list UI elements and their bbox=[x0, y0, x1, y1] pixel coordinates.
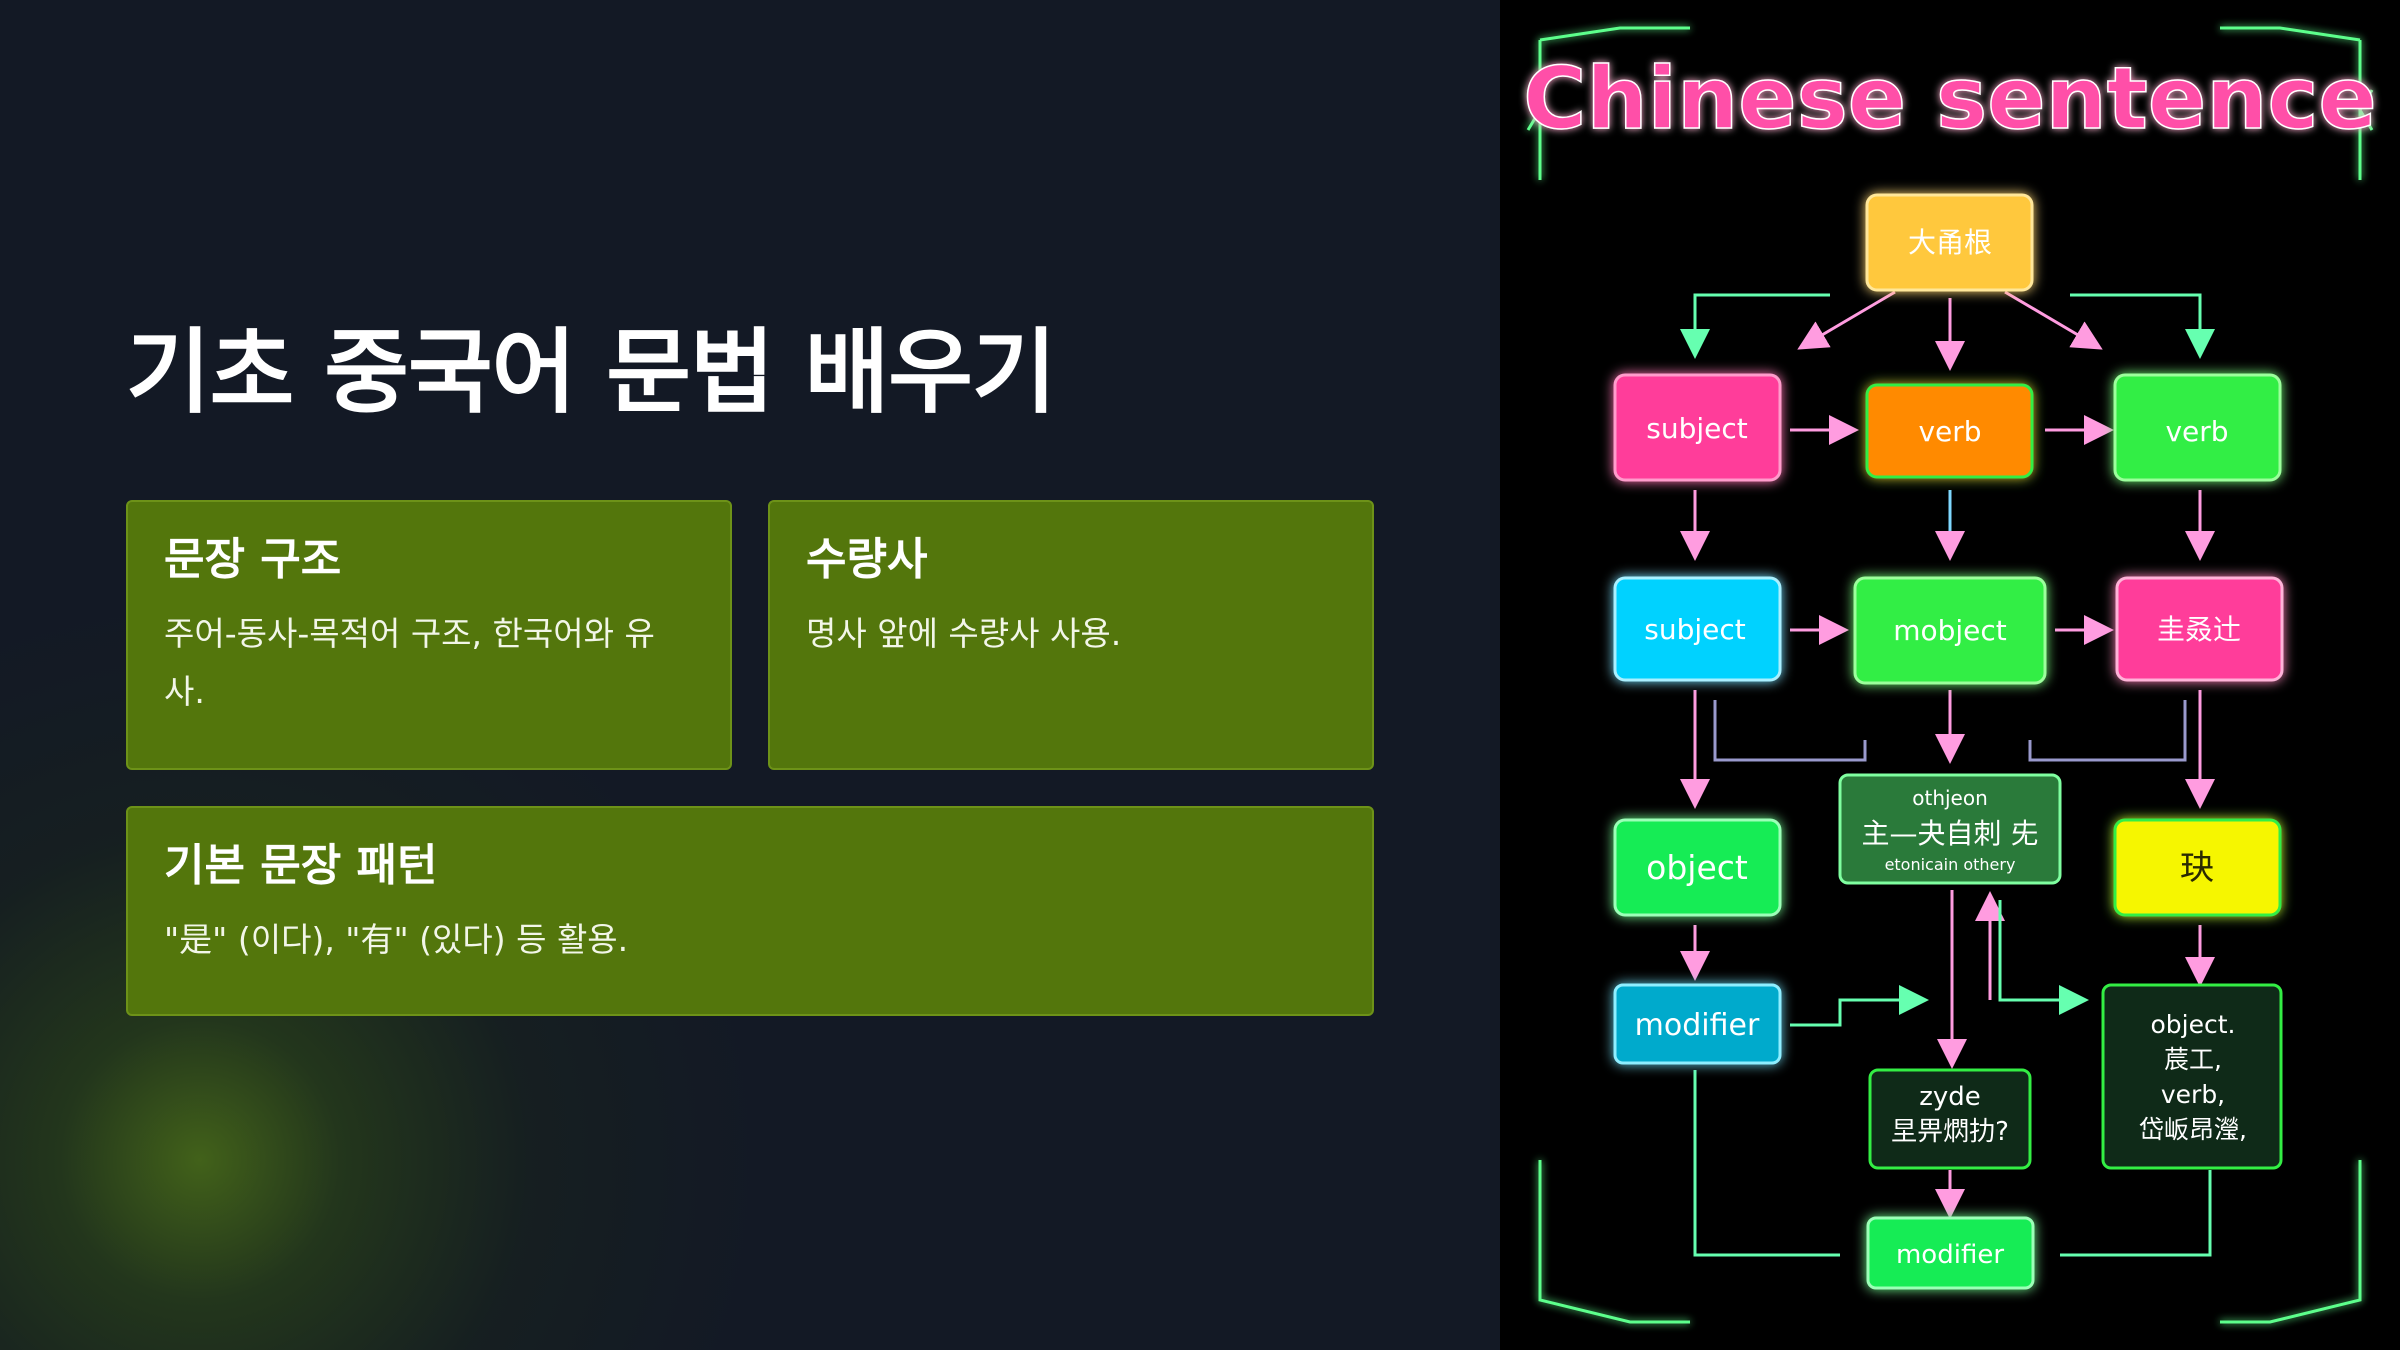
svg-text:mobject: mobject bbox=[1893, 614, 2007, 647]
diagram-image: Chinese sentence 大甬根 subject bbox=[1522, 26, 2378, 1324]
card-body: "是" (이다), "有" (있다) 등 활용. bbox=[164, 920, 629, 959]
node-object-list: object. 莀工, verb, 岱岅昂瀅, bbox=[2101, 983, 2283, 1170]
node-othjeon: othjeon 主—夬自刺 兂 etonicain othery bbox=[1838, 773, 2062, 885]
card-body: 명사 앞에 수량사 사용. bbox=[806, 614, 1122, 653]
svg-text:modifier: modifier bbox=[1635, 1008, 1760, 1043]
slide-title: 기초 중국어 문법 배우기 bbox=[126, 319, 1056, 426]
node-object-green: object bbox=[1613, 818, 1782, 917]
card-heading: 기본 문장 패턴 bbox=[164, 840, 438, 891]
card-classifiers: 수량사 명사 앞에 수량사 사용. bbox=[768, 500, 1374, 770]
node-top: 大甬根 bbox=[1865, 193, 2034, 292]
svg-text:modifier: modifier bbox=[1896, 1240, 2004, 1270]
svg-text:岱岅昂瀅,: 岱岅昂瀅, bbox=[2139, 1115, 2247, 1144]
neon-frame bbox=[1526, 26, 2374, 1324]
svg-text:zyde: zyde bbox=[1919, 1082, 1981, 1112]
card-sentence-structure: 문장 구조 주어-동사-목적어 구조, 한국어와 유사. bbox=[126, 500, 732, 770]
node-verb-green: verb bbox=[2113, 373, 2282, 482]
card-heading: 문장 구조 bbox=[164, 534, 342, 585]
connector-lines bbox=[1680, 290, 2215, 1257]
svg-text:圭叒辻: 圭叒辻 bbox=[2157, 613, 2241, 646]
svg-text:verb: verb bbox=[2165, 415, 2228, 448]
node-verb-orange: verb bbox=[1865, 383, 2034, 479]
svg-text:object: object bbox=[1646, 848, 1748, 887]
node-modifier-bottom: modifier bbox=[1866, 1216, 2035, 1290]
card-body: 주어-동사-목적어 구조, 한국어와 유사. bbox=[164, 614, 655, 711]
node-modifier-teal: modifier bbox=[1613, 983, 1782, 1065]
diagram-title: Chinese sentence bbox=[1523, 49, 2377, 149]
svg-text:othjeon: othjeon bbox=[1912, 786, 1988, 810]
node-pink-right: 圭叒辻 bbox=[2115, 576, 2284, 682]
svg-text:subject: subject bbox=[1646, 412, 1748, 445]
svg-text:莀工,: 莀工, bbox=[2164, 1045, 2222, 1074]
node-subject-cyan: subject bbox=[1613, 576, 1782, 682]
card-heading: 수량사 bbox=[806, 534, 928, 585]
node-subject-pink: subject bbox=[1613, 373, 1782, 482]
card-basic-patterns: 기본 문장 패턴 "是" (이다), "有" (있다) 등 활용. bbox=[126, 806, 1374, 1016]
svg-text:玦: 玦 bbox=[2180, 848, 2214, 888]
svg-text:圼畀熌扐?: 圼畀熌扐? bbox=[1891, 1117, 2009, 1147]
node-mobject: mobject bbox=[1853, 576, 2047, 685]
svg-text:etonicain othery: etonicain othery bbox=[1885, 855, 2016, 874]
svg-text:主—夬自刺 兂: 主—夬自刺 兂 bbox=[1862, 817, 2039, 850]
svg-text:verb,: verb, bbox=[2161, 1080, 2225, 1109]
svg-text:大甬根: 大甬根 bbox=[1908, 226, 1992, 259]
svg-text:object.: object. bbox=[2151, 1010, 2236, 1039]
node-yellow: 玦 bbox=[2113, 818, 2282, 917]
node-zyde: zyde 圼畀熌扐? bbox=[1868, 1068, 2032, 1170]
svg-text:verb: verb bbox=[1918, 415, 1981, 448]
diagram-panel: Chinese sentence 大甬根 subject bbox=[1500, 0, 2400, 1350]
svg-text:subject: subject bbox=[1644, 613, 1746, 646]
